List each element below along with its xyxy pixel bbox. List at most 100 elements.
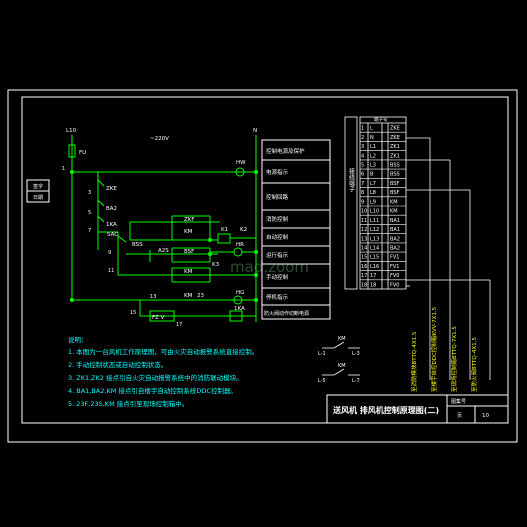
circuit-row-numbers: 1 3 5 7 9 11 13 15 17 <box>62 166 182 328</box>
terminal-device: FV1 <box>390 264 399 270</box>
contactor-coil-km <box>217 233 231 244</box>
page-label: 页 <box>457 413 462 419</box>
terminal-number: 10 <box>361 209 367 215</box>
terminal-wire: L10 <box>370 209 379 215</box>
notes-title: 说明： <box>68 335 88 344</box>
row-number: 5 <box>88 210 91 216</box>
terminal-wire: B <box>370 172 374 178</box>
note-line: 3. ZK1,ZK2 接点引自火灾自动报警系统中的消防联动模块。 <box>68 373 243 382</box>
sheet-label: 图集号 <box>451 398 466 405</box>
label-n-bus: N <box>253 128 257 134</box>
terminal-wire: L11 <box>370 218 379 224</box>
row-number: 3 <box>88 190 91 196</box>
row-number: 17 <box>176 322 182 328</box>
row-number: 9 <box>108 250 111 256</box>
label-lka: 1KA <box>234 306 245 312</box>
circuit-wires <box>68 135 258 322</box>
fuse-symbol <box>68 144 76 158</box>
circuit-labels: L10 N ~220V FU ZKE BA2 1KA SAC BSS A2S Z… <box>66 128 257 321</box>
note-line: 5. 23F,23S,KM 接点引至现场控制箱中。 <box>68 399 188 408</box>
cable-label: 至防火阀BTTQ-4X1.5 <box>470 337 478 392</box>
page-number: 10 <box>482 413 489 419</box>
terminal-number: 16 <box>361 264 367 270</box>
terminal-wire: L16 <box>370 264 379 270</box>
label-k2: K2 <box>240 227 247 233</box>
terminal-device: ZKE <box>390 126 400 132</box>
terminal-device: FV0 <box>390 273 399 279</box>
left-stamp-line-1: 签字 <box>33 183 43 190</box>
terminal-wire: 18 <box>370 282 376 288</box>
outer-frame <box>7 89 518 443</box>
terminal-number: 6 <box>361 172 364 178</box>
terminal-number: 2 <box>361 135 364 141</box>
label-bss: BSS <box>132 242 143 248</box>
func-label: 防火阀动作切断电源 <box>264 310 309 317</box>
terminal-number: 13 <box>361 236 367 242</box>
label-1ka: 1KA <box>106 222 117 228</box>
terminal-number: 3 <box>361 144 364 150</box>
lamp-hw <box>235 167 245 177</box>
relay-coil-1ka <box>229 310 243 322</box>
terminal-device: BA2 <box>390 246 400 252</box>
drawing-frame <box>7 89 518 443</box>
damper-relay-fzv <box>149 310 175 322</box>
mini-l3: L-3 <box>352 351 360 357</box>
terminal-device: BA1 <box>390 218 400 224</box>
label-voltage: ~220V <box>150 136 169 142</box>
label-hg: HG <box>236 290 244 296</box>
terminal-wire: L15 <box>370 255 379 261</box>
terminal-number: 1 <box>361 126 364 132</box>
mini-km-top: KM <box>338 336 346 342</box>
terminal-number: 8 <box>361 190 364 196</box>
label-a2s: A2S <box>158 248 169 254</box>
func-label: 控制回路 <box>266 193 289 201</box>
left-stamp-line-2: 日期 <box>33 195 43 201</box>
label-k3: K3 <box>212 262 220 268</box>
terminal-device: BA2 <box>390 236 400 242</box>
lamp-hg <box>233 295 243 305</box>
terminal-device: FV0 <box>390 282 399 288</box>
terminal-wire: N <box>370 135 374 141</box>
title-block <box>326 394 509 424</box>
terminal-wire: L12 <box>370 227 379 233</box>
terminal-device: FV1 <box>390 255 399 261</box>
mini-l7: L-7 <box>352 378 360 384</box>
terminal-device: BSF <box>390 190 400 196</box>
terminal-wire: L <box>370 126 373 132</box>
label-k1: K1 <box>221 227 228 233</box>
terminal-number: 7 <box>361 181 364 187</box>
terminal-side-label: 接线端子 <box>348 167 355 192</box>
terminal-device: BSS <box>390 163 400 169</box>
row-number: 13 <box>150 294 156 300</box>
note-line: 2. 手动控制状态或自动控制状态。 <box>68 360 167 369</box>
terminal-device: ZK1 <box>390 153 400 159</box>
mini-schematic-labels: KM KM L-1 L-3 L-5 L-7 <box>318 336 360 384</box>
terminal-wire: L3 <box>370 163 376 169</box>
label-hw: HW <box>236 160 246 166</box>
terminal-wire: L2 <box>370 153 376 159</box>
terminal-wire: L13 <box>370 236 379 242</box>
row-number: 11 <box>108 268 114 274</box>
func-label: 控制电源及保护 <box>266 147 305 155</box>
terminal-number: 5 <box>361 163 364 169</box>
terminal-wire: L1 <box>370 144 376 150</box>
terminal-device: KM <box>390 199 398 205</box>
label-fuse: FU <box>79 150 86 156</box>
terminal-header: 端子号 <box>374 116 388 123</box>
terminal-number: 12 <box>361 227 367 233</box>
func-label: 消防控制 <box>266 215 289 223</box>
row-number: 1 <box>62 166 65 172</box>
func-label: 运行指示 <box>266 251 289 259</box>
mini-km-bottom: KM <box>338 363 346 369</box>
terminal-number: 15 <box>361 255 367 261</box>
label-km-a: KM <box>184 229 193 235</box>
terminal-number: 4 <box>361 153 364 159</box>
func-label: 停机指示 <box>266 293 289 301</box>
note-line: 4. BA1,BA2,KM 接点引自楼宇自动控制系统DDC控制器。 <box>68 386 237 395</box>
label-fzv: FZ V <box>152 315 165 321</box>
terminal-device: ZKE <box>390 135 400 141</box>
watermark-text: mad.zoom <box>230 258 309 276</box>
label-23: 23 <box>197 293 204 299</box>
